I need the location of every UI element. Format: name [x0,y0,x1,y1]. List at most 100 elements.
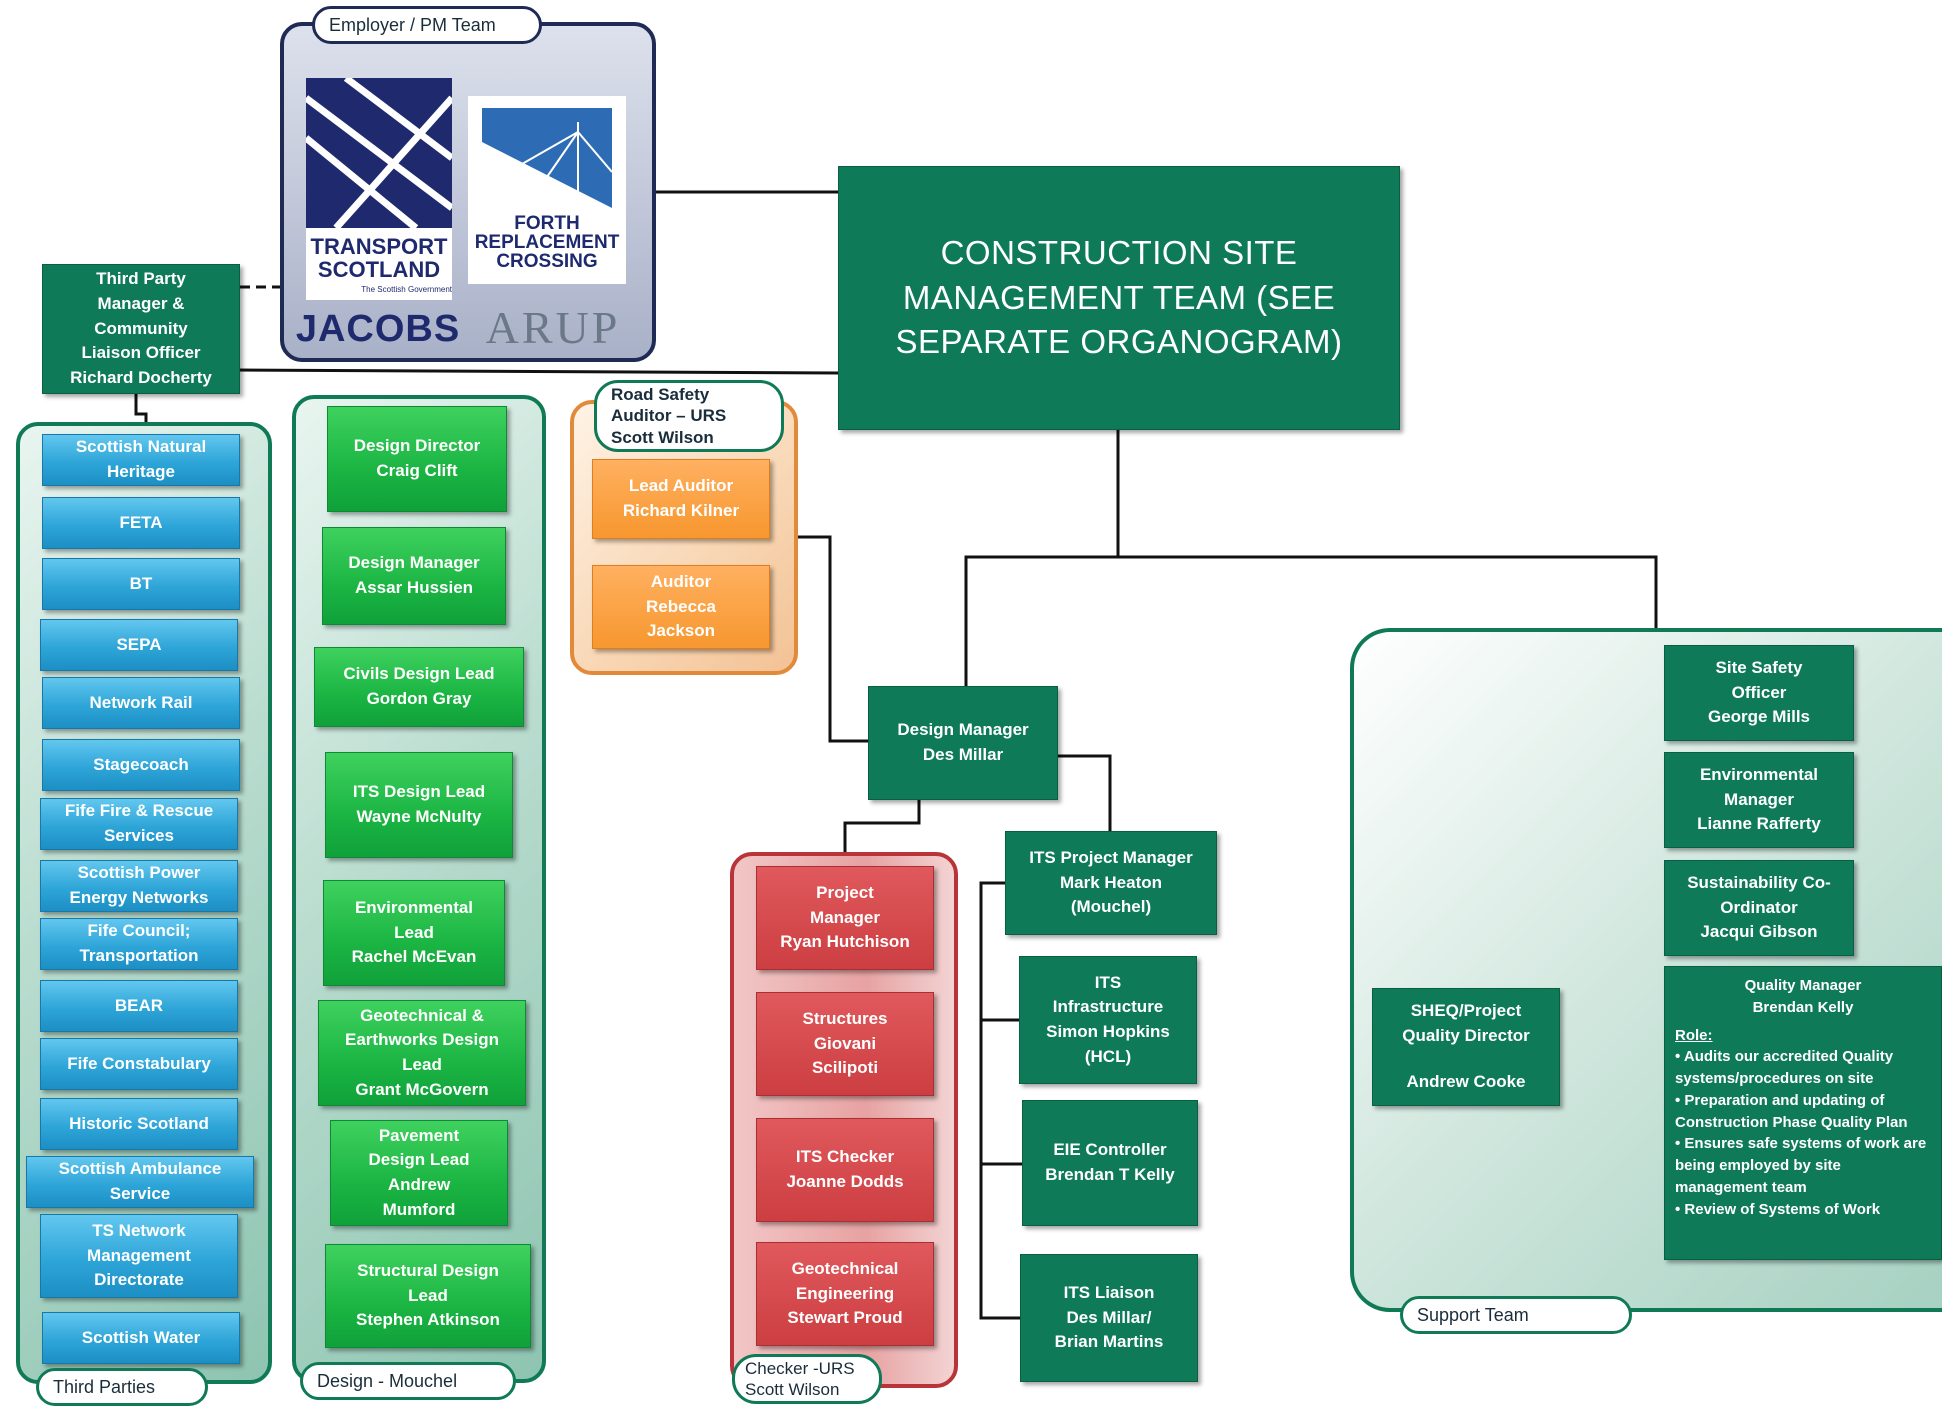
transport-scotland-text: TRANSPORT SCOTLAND [310,234,448,283]
third-party-item: FETA [42,497,240,549]
item-line: Service [109,1184,171,1203]
quality-manager-bullet: • Review of Systems of Work [1675,1200,1881,1218]
item-line: Ryan Hutchison [780,932,910,952]
item-line: Structural Design [357,1261,499,1281]
item-line: Brendan T Kelly [1045,1165,1175,1184]
third-party-item: BT [42,558,240,610]
item-line: Craig Clift [376,461,458,480]
checker-label: Checker -URS Scott Wilson [732,1354,882,1404]
item-line: Andrew Cooke [1406,1072,1526,1092]
item-line: SHEQ/Project [1410,1001,1522,1021]
quality-manager-bullet: • Audits our accredited Quality [1675,1048,1894,1066]
quality-manager-bullet: systems/procedures on site [1675,1070,1874,1087]
item-line: Transportation [79,946,199,965]
item-line: Design Director [353,436,481,456]
forth-crossing-text: FORTH REPLACEMENT CROSSING [474,213,620,272]
forth-replacement-crossing-logo: FORTH REPLACEMENT CROSSING [468,96,626,284]
item-line: SEPA [116,634,162,654]
item-line: Sustainability Co- [1687,873,1831,893]
item-line: Lead Auditor [628,476,734,496]
item-line: Mark Heaton [1059,872,1163,892]
item-line: Environmental [354,898,474,918]
third-party-item: Historic Scotland [40,1098,238,1150]
item-line: Ordinator [1720,897,1798,917]
item-line: Jacqui Gibson [1700,922,1818,942]
quality-manager-box: Quality Manager Brendan Kelly Role: • Au… [1664,966,1942,1260]
item-line: Engineering [795,1283,895,1303]
construction-site-management-box: CONSTRUCTION SITE MANAGEMENT TEAM (SEE S… [838,166,1400,430]
third-party-manager-box: Third Party Manager & Community Liaison … [42,264,240,394]
item-line: BEAR [114,995,164,1015]
item-line: George Mills [1707,707,1811,727]
construction-line: MANAGEMENT TEAM (SEE [902,278,1336,316]
item-line: Des Millar/ [1066,1307,1152,1327]
item-line: Rachel McEvan [351,947,477,967]
item-line: ITS Project Manager [1029,848,1193,868]
item-line: Services [104,826,174,845]
item-line: Fife Council; [87,921,191,941]
third-party-item: Fife Council; Transportation [40,918,238,970]
construction-line: CONSTRUCTION SITE [940,234,1298,272]
item-line: Civils Design Lead [343,664,495,684]
item-line: Scottish Water [81,1327,201,1347]
third-party-manager-line: Richard Docherty [70,367,212,387]
third-party-item: Scottish Water [42,1312,240,1364]
item-line: Earthworks Design [345,1030,499,1050]
arup-logo: ARUP [485,301,621,353]
item-line: Gordon Gray [366,689,472,708]
item-line: Simon Hopkins [1046,1022,1170,1041]
item-line: FETA [119,512,163,532]
item-line: Energy Networks [69,888,209,907]
quality-manager-bullet: • Ensures safe systems of work are [1675,1135,1927,1153]
item-line: Stephen Atkinson [356,1310,500,1330]
item-line: Stewart Proud [787,1308,903,1328]
item-line: (HCL) [1084,1046,1132,1066]
quality-manager-name: Brendan Kelly [1752,998,1854,1016]
item-line: Rebecca [646,596,716,616]
item-line: Fife Fire & Rescue [64,801,214,821]
item-line: Fife Constabulary [67,1053,211,1073]
item-line: Lianne Rafferty [1697,814,1821,834]
quality-manager-title: Quality Manager [1744,977,1862,994]
scottish-government-text: The Scottish Government [361,285,452,295]
item-line: Directorate [94,1270,184,1290]
item-line: Wayne McNulty [356,807,482,826]
third-party-manager-line: Third Party [96,269,186,289]
quality-manager-role-label: Role: [1675,1026,1713,1044]
item-line: Structures [802,1009,888,1029]
third-party-item: SEPA [40,619,238,671]
item-line: Mumford [382,1199,456,1219]
item-line: Jackson [646,621,716,641]
item-line: Andrew [387,1175,451,1194]
item-line: ITS Checker [795,1147,895,1167]
item-line: Manager [810,907,880,927]
item-line: Network Rail [89,692,193,712]
item-line: Design Lead [368,1150,470,1170]
item-line: Heritage [106,462,176,481]
item-line: Infrastructure [1052,997,1164,1017]
item-line: ITS [1094,972,1122,992]
design-mouchel-label: Design - Mouchel [300,1362,516,1400]
third-parties-label: Third Parties [36,1368,208,1406]
item-line: Management [87,1245,191,1265]
item-line: Assar Hussien [354,578,474,597]
item-line: Project [816,883,874,903]
employer-pm-team-label: Employer / PM Team [312,6,542,44]
